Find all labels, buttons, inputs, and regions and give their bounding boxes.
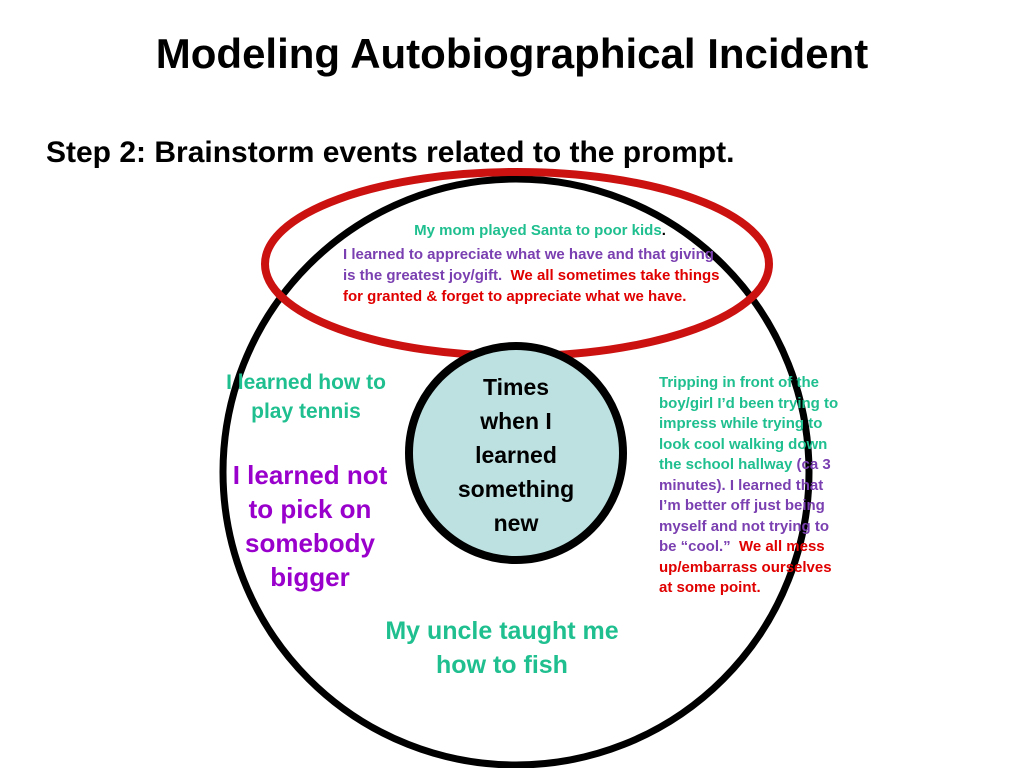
outer-circle bbox=[219, 175, 813, 768]
center-line: when I bbox=[480, 408, 552, 434]
santa-headline-text: My mom played Santa to poor kids bbox=[414, 222, 662, 239]
center-topic: Times when I learned something new bbox=[436, 370, 596, 540]
tripping-event: Tripping in front of the boy/girl I’d be… bbox=[659, 373, 839, 599]
santa-headline-period: . bbox=[661, 222, 666, 239]
center-circle bbox=[405, 342, 627, 564]
center-line: learned bbox=[475, 442, 557, 468]
step-heading: Step 2: Brainstorm events related to the… bbox=[46, 136, 735, 169]
center-line: new bbox=[493, 510, 539, 536]
santa-lesson-purple: I learned to appreciate what we have and… bbox=[343, 246, 714, 284]
center-line: something bbox=[457, 476, 575, 502]
tripping-teal: Tripping in front of the boy/girl I’d be… bbox=[659, 374, 839, 473]
tennis-event: I learned how to play tennis bbox=[226, 371, 386, 423]
slide-title: Modeling Autobiographical Incident bbox=[155, 30, 869, 77]
santa-headline: My mom played Santa to poor kids. bbox=[340, 222, 740, 239]
center-line: Times bbox=[482, 374, 550, 400]
uncle-fishing-event: My uncle taught me how to fish bbox=[385, 617, 619, 679]
tripping-red: We all mess up/embarrass ourselves at so… bbox=[659, 538, 832, 596]
santa-lesson-red: We all sometimes take things for granted… bbox=[343, 267, 720, 305]
tripping-purple: (ca 3 minutes). I learned that I’m bette… bbox=[659, 456, 831, 555]
pick-on-event: I learned not to pick on somebody bigger bbox=[232, 460, 388, 592]
santa-lesson: I learned to appreciate what we have and… bbox=[343, 244, 723, 307]
